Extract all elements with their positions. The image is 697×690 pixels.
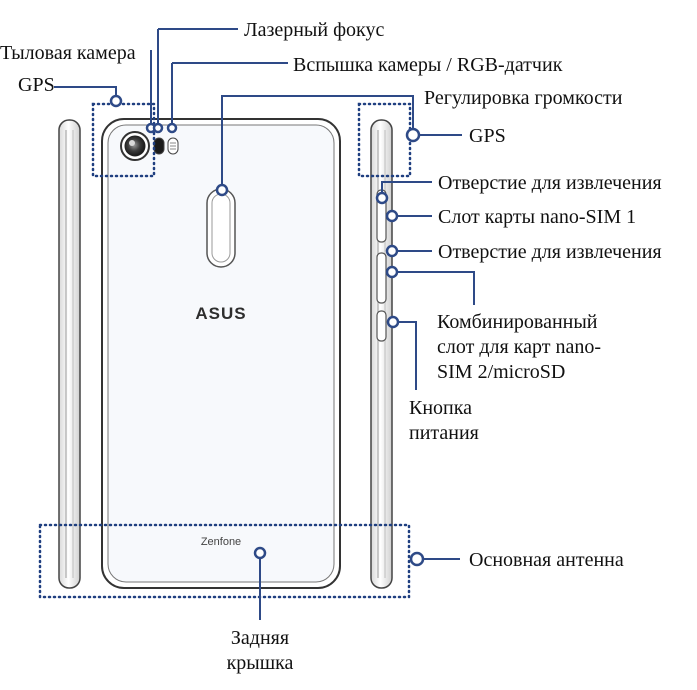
label-nano-sim-1: Слот карты nano-SIM 1 (438, 206, 636, 228)
label-power-line2: питания (409, 422, 479, 444)
volume-rocker-icon (206, 188, 236, 268)
label-laser-focus: Лазерный фокус (244, 19, 384, 41)
label-eject-hole-2: Отверстие для извлечения (438, 241, 662, 263)
flash-icon (167, 137, 179, 155)
phone-back: ASUS Zenfone (101, 118, 341, 589)
power-button-icon (376, 310, 387, 342)
label-back-cover-line1: Задняя (231, 627, 289, 649)
main-antenna-zone (38, 523, 411, 599)
label-combo-slot-line3: SIM 2/microSD (437, 361, 565, 383)
asus-logo: ASUS (195, 304, 246, 323)
callout-dots (109, 94, 425, 567)
gps-zone-left (91, 102, 156, 178)
label-back-cover-line2: крышка (227, 652, 294, 674)
label-rear-camera: Тыловая камера (0, 42, 136, 64)
label-gps-left: GPS (18, 74, 55, 96)
label-combo-slot-line2: слот для карт nano- (437, 336, 601, 358)
left-side-profile (58, 119, 81, 589)
label-main-antenna: Основная антенна (469, 549, 624, 571)
sim2-tray-icon (376, 252, 387, 304)
label-combo-slot-line1: Комбинированный (437, 311, 598, 333)
laser-focus-sensor-icon (153, 137, 165, 155)
labels: Тыловая камера GPS Лазерный фокус Вспышк… (0, 19, 662, 674)
label-flash-rgb: Вспышка камеры / RGB-датчик (293, 54, 563, 76)
zenfone-logo: Zenfone (201, 536, 241, 548)
label-volume: Регулировка громкости (424, 87, 623, 109)
camera-lens-icon (120, 131, 150, 161)
label-eject-hole-1: Отверстие для извлечения (438, 172, 662, 194)
label-gps-right: GPS (469, 125, 506, 147)
label-power-line1: Кнопка (409, 397, 472, 419)
